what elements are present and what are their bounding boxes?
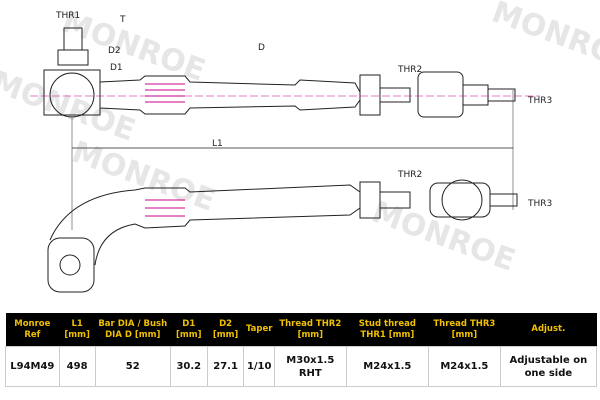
cell-d2: 27.1: [206, 346, 245, 387]
label-thr3-top: THR3: [527, 96, 552, 106]
bottom-view: [47, 179, 518, 293]
label-d: D: [258, 43, 265, 53]
table-row: L94M49 498 52 30.2 27.1 1/10 M30x1.5 RHT…: [5, 346, 598, 387]
cell-thr2: M30x1.5 RHT: [273, 346, 347, 387]
table-header-row: Monroe Ref L1 [mm] Bar DIA / Bush DIA D …: [5, 313, 597, 347]
label-l1: L1: [212, 139, 223, 149]
label-thr3-bottom: THR3: [527, 199, 552, 209]
cell-thr3: M24x1.5: [428, 346, 501, 387]
header-l1: L1 [mm]: [59, 313, 96, 347]
header-d2: D2 [mm]: [207, 313, 244, 347]
header-adjust: Adjust.: [500, 313, 597, 347]
watermark: MONROE: [0, 65, 140, 149]
cell-thr1: M24x1.5: [345, 346, 430, 387]
spec-table: Monroe Ref L1 [mm] Bar DIA / Bush DIA D …: [5, 313, 598, 387]
header-taper: Taper: [243, 313, 275, 347]
label-t: T: [119, 15, 126, 25]
header-thr1: Stud thread THR1 [mm]: [346, 313, 429, 347]
cell-bar-dia: 52: [94, 346, 171, 387]
dimension-labels: THR1 T D2 D1 D THR2 THR3 L1 THR2 THR3: [55, 11, 552, 209]
cell-monroe-ref: L94M49: [5, 346, 60, 387]
tie-rod-drawing: MONROE MONROE MONROE MONROE MONROE THR1: [0, 0, 600, 293]
watermark: MONROE: [67, 135, 220, 219]
header-thr2: Thread THR2 [mm]: [274, 313, 347, 347]
cell-l1: 498: [58, 346, 96, 387]
header-monroe-ref: Monroe Ref: [5, 313, 60, 347]
cell-taper: 1/10: [243, 346, 275, 387]
watermark: MONROE: [487, 0, 600, 79]
header-bar-dia: Bar DIA / Bush DIA D [mm]: [95, 313, 171, 347]
header-d1: D1 [mm]: [170, 313, 208, 347]
label-d2: D2: [108, 46, 121, 56]
cell-d1: 30.2: [169, 346, 208, 387]
header-thr3: Thread THR3 [mm]: [428, 313, 501, 347]
label-thr1: THR1: [55, 11, 80, 21]
top-view: [30, 27, 540, 118]
label-thr2-top: THR2: [397, 65, 422, 75]
label-d1: D1: [110, 63, 123, 73]
watermarks: MONROE MONROE MONROE MONROE MONROE: [0, 0, 600, 279]
cell-adjust: Adjustable on one side: [499, 346, 598, 387]
label-thr2-bottom: THR2: [397, 170, 422, 180]
